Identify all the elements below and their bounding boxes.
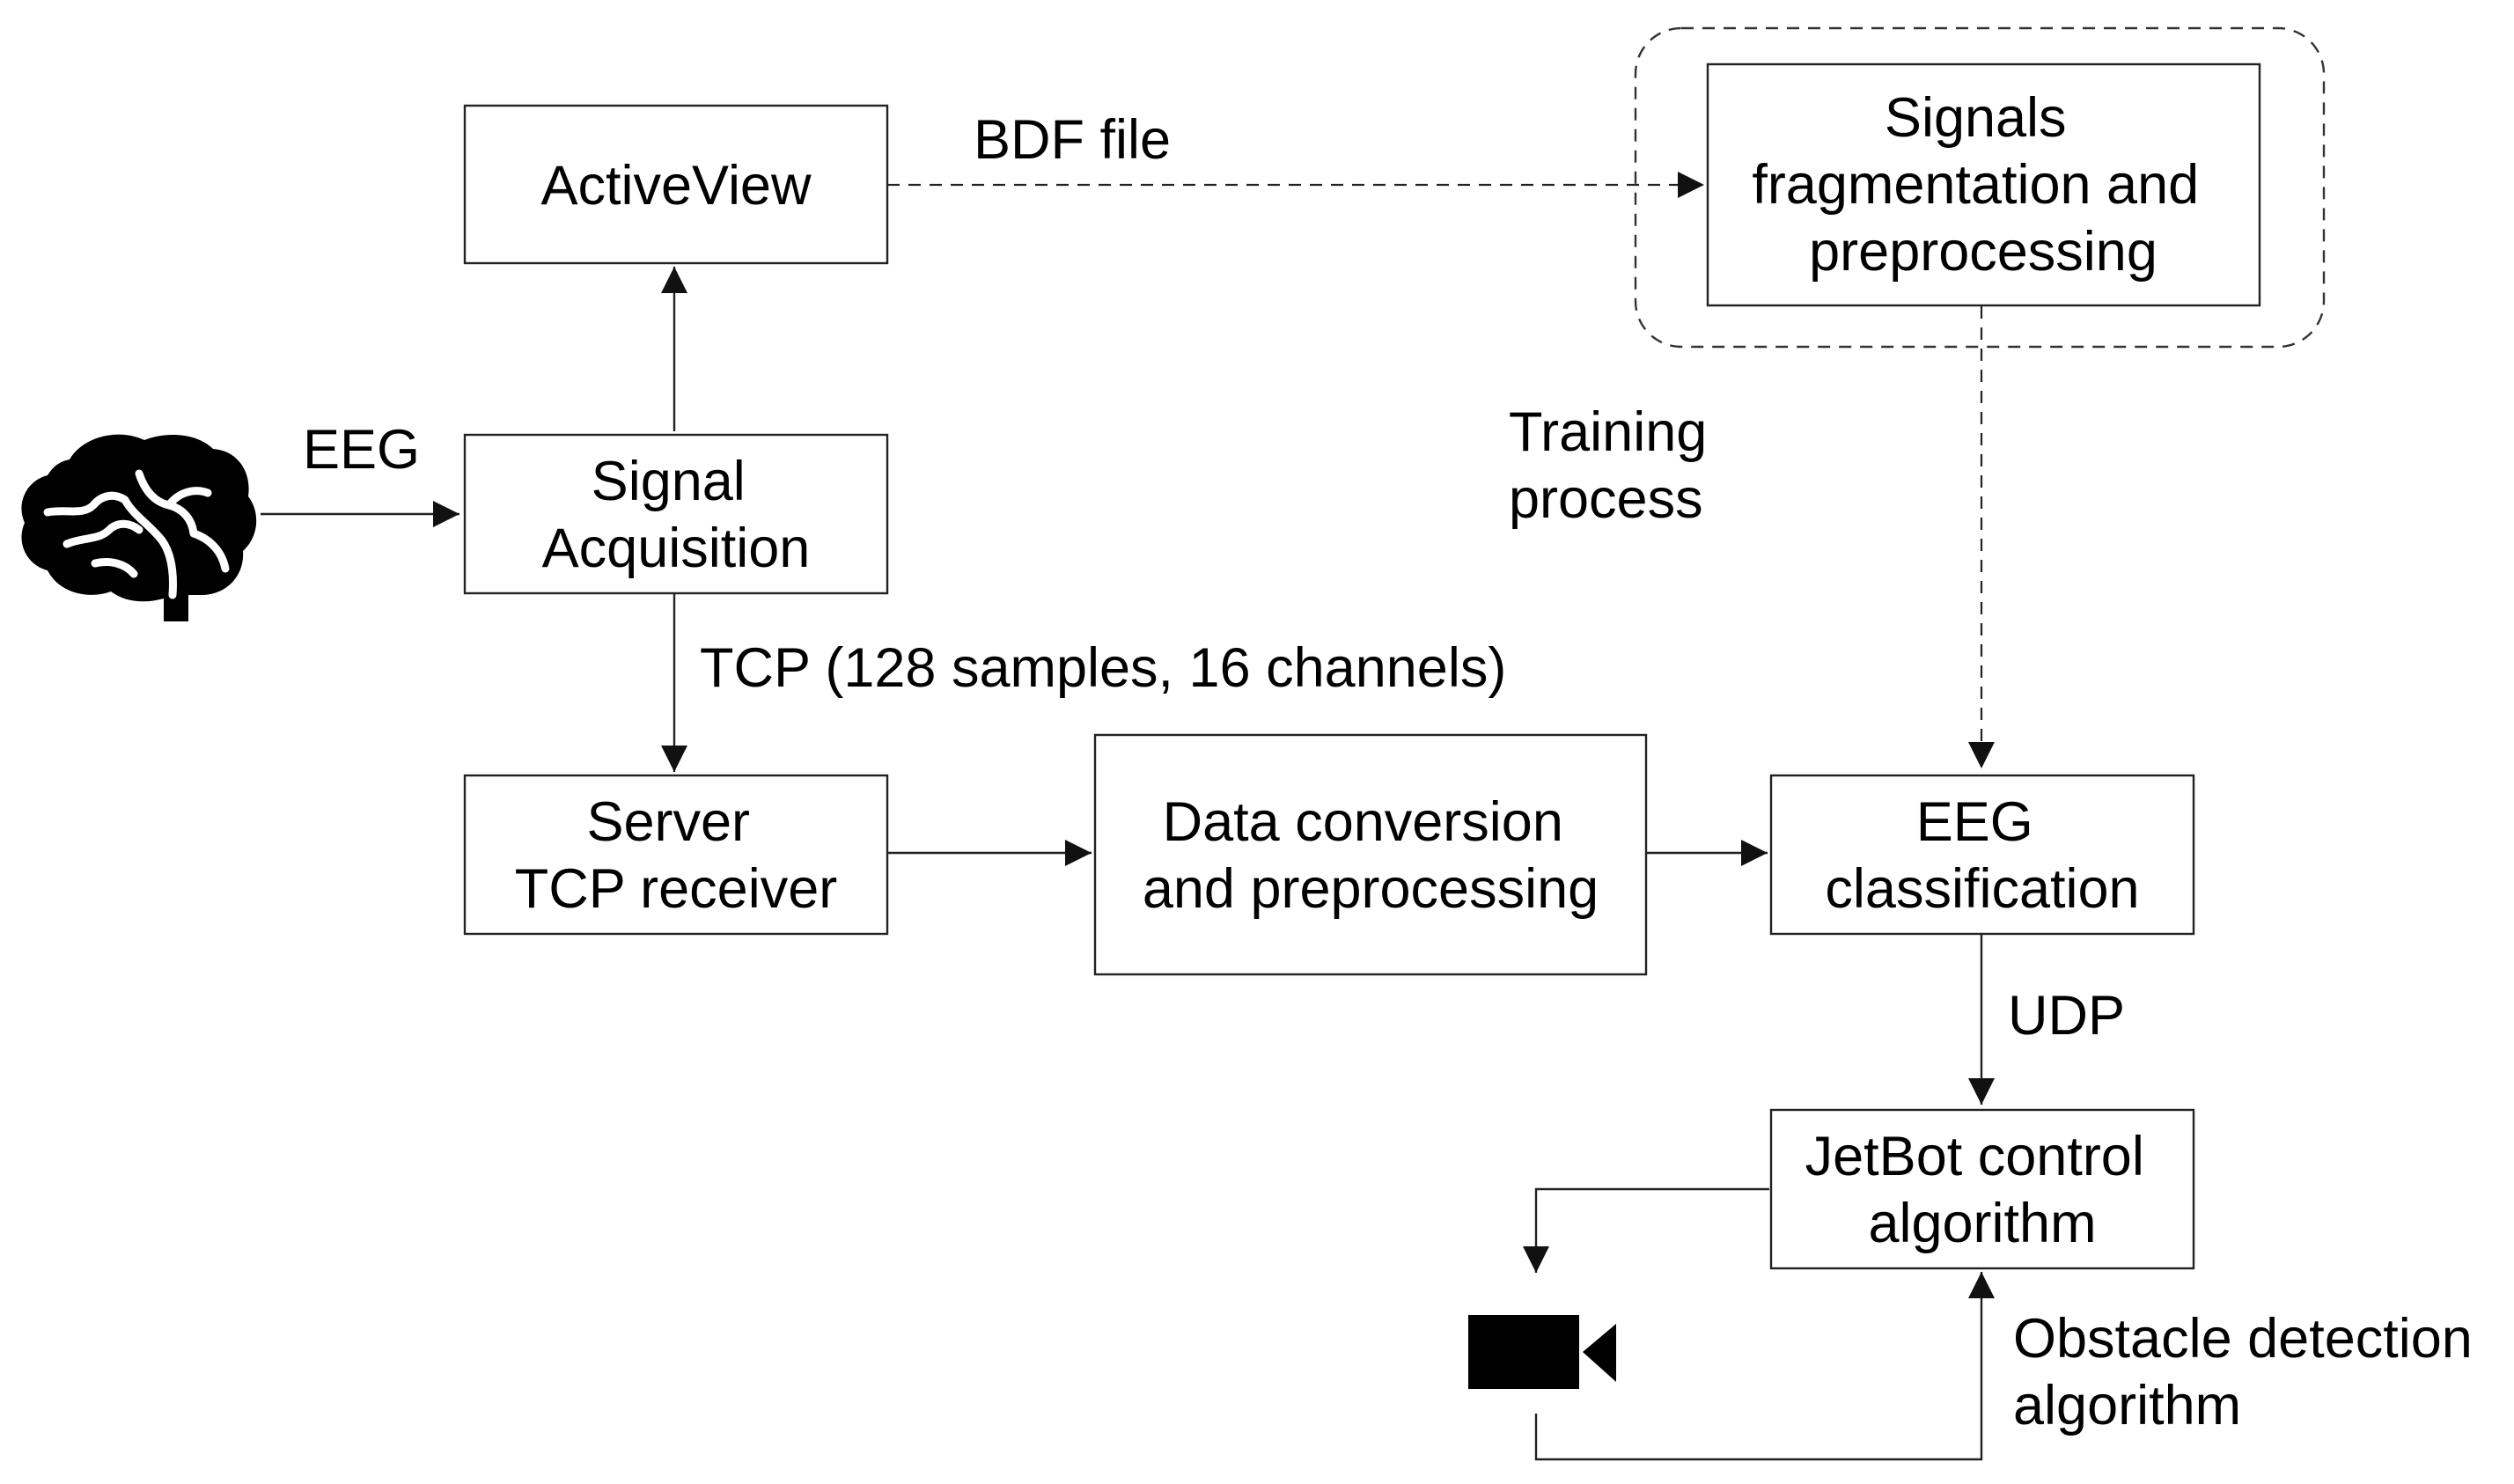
activeview-label: ActiveView [541, 155, 812, 217]
node-server-tcp-receiver: Server TCP receiver [463, 774, 889, 936]
jetbot-to-camera-arrow [1523, 1187, 1769, 1273]
data-conversion-label: Data conversion and preprocessing [1143, 791, 1599, 920]
node-jetbot-control: JetBot control algorithm [1769, 1108, 2195, 1270]
camera-to-jetbot-arrow [1534, 1272, 1995, 1461]
signal-acquisition-box [463, 433, 889, 595]
udp-edge-label: UDP [2008, 985, 2125, 1047]
server-tcp-box [463, 774, 889, 936]
eeg-edge-label: EEG [303, 419, 420, 481]
signals-fragmentation-box [1706, 62, 2261, 307]
obstacle-detection-label: Obstacle detection algorithm [2013, 1308, 2488, 1436]
tcp-edge-label: TCP (128 samples, 16 channels) [700, 637, 1506, 699]
training-process-group [1634, 26, 2326, 349]
node-signals-fragmentation: Signals fragmentation and preprocessing [1706, 62, 2261, 307]
eeg-classification-box [1769, 774, 2195, 936]
signals-fragmentation-label: Signals fragmentation and preprocessing [1752, 87, 2214, 283]
node-signal-acquisition: Signal Acquisition [463, 433, 889, 595]
bdf-file-edge-label: BDF file [974, 109, 1171, 171]
data-conversion-box [1093, 733, 1648, 976]
jetbot-control-label: JetBot control algorithm [1805, 1126, 2160, 1254]
brain-icon [21, 434, 257, 621]
jetbot-control-box [1769, 1108, 2195, 1270]
signal-acquisition-label: Signal Acquisition [542, 451, 811, 579]
node-data-conversion: Data conversion and preprocessing [1093, 733, 1648, 976]
server-tcp-label: Server TCP receiver [515, 791, 837, 920]
video-camera-icon [1468, 1315, 1616, 1389]
eeg-classification-label: EEG classification [1825, 791, 2139, 920]
node-eeg-classification: EEG classification [1769, 774, 2195, 936]
activeview-box [463, 104, 889, 265]
node-activeview: ActiveView [463, 104, 889, 265]
edges [261, 172, 1995, 1461]
training-process-label: Training process [1509, 401, 1723, 530]
